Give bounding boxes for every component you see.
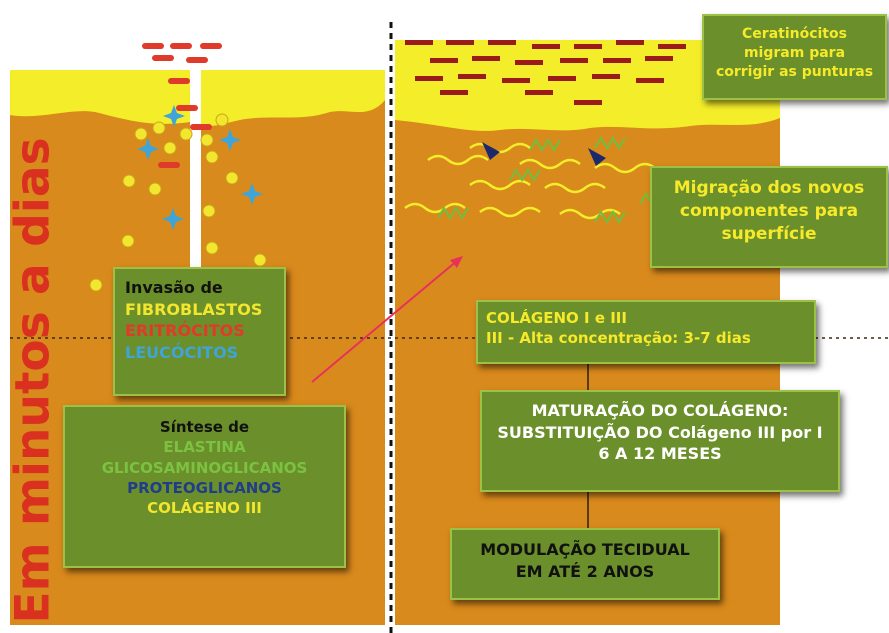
leukocyte-markers: [137, 105, 263, 230]
tissue-modulation-box: MODULAÇÃO TECIDUAL EM ATÉ 2 ANOS: [450, 528, 720, 600]
collagen-box: COLÁGENO I e III III - Alta concentração…: [476, 300, 816, 364]
puncture-channel: [190, 40, 201, 330]
vertical-time-title: Em minutos a dias: [5, 137, 61, 624]
synthesis-box: Síntese de ELASTINA GLICOSAMINOGLICANOS …: [63, 405, 346, 568]
cell-invasion-box: Invasão de FIBROBLASTOS ERITRÓCITOS LEUC…: [113, 267, 286, 396]
keratinocytes-box: Ceratinócitos migram para corrigir as pu…: [702, 14, 887, 100]
fibroblast-markers: [89, 113, 267, 292]
erythrocyte-markers: [142, 43, 222, 168]
keratinocyte-bars: [405, 40, 686, 105]
migration-arrow: [311, 259, 459, 383]
right-epidermis-layer: [395, 40, 780, 131]
migration-arrow-head: [450, 256, 463, 268]
migration-box: Migração dos novos componentes para supe…: [650, 166, 888, 268]
cell-wedge-markers: [482, 142, 606, 166]
collagen-maturation-box: MATURAÇÃO DO COLÁGENO: SUBSTITUIÇÃO DO C…: [480, 390, 840, 492]
